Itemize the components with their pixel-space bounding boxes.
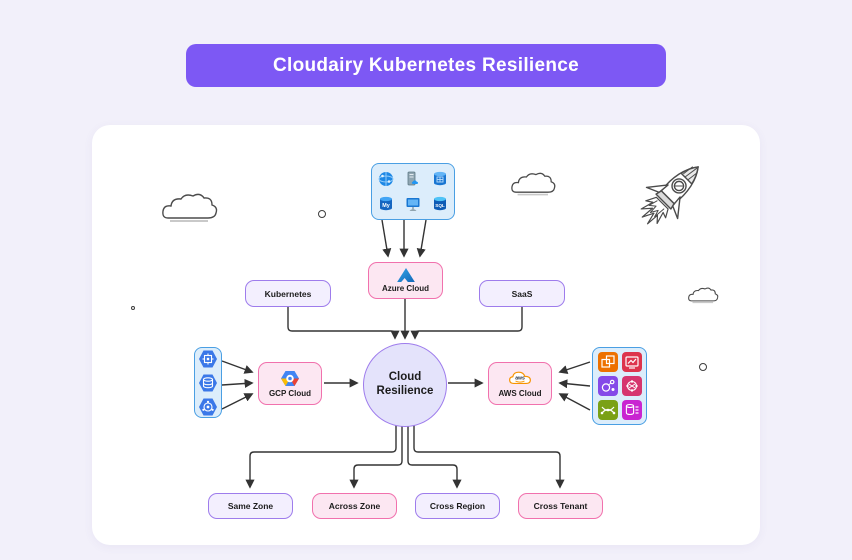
gcp-logo-icon [281,370,299,386]
svg-text:SQL: SQL [435,203,445,208]
azure-mysql-database-icon: My [380,196,392,211]
aws-networking-icon [597,376,618,396]
ring-doodle-2 [699,363,707,371]
node-same-zone[interactable]: Same Zone [208,493,293,519]
node-azure-cloud[interactable]: Azure Cloud [368,262,443,299]
gcp-services-group[interactable] [194,347,222,418]
svg-text:aws: aws [515,375,525,381]
aws-database-icon [621,400,642,420]
aws-services-group[interactable] [592,347,647,425]
node-across-zone[interactable]: Across Zone [312,493,397,519]
node-cross-region[interactable]: Cross Region [415,493,500,519]
node-kubernetes-label: Kubernetes [264,288,312,299]
azure-logo-icon [396,268,415,282]
node-saas-label: SaaS [511,288,533,299]
node-azure-label: Azure Cloud [381,284,430,293]
node-cross-region-label: Cross Region [429,501,486,511]
node-aws-label: AWS Cloud [498,389,542,398]
gcp-compute-engine-icon [199,350,217,367]
node-cloud-resilience[interactable]: Cloud Resilience [363,343,447,427]
node-aws-cloud[interactable]: aws AWS Cloud [488,362,552,405]
dot-doodle [131,306,135,310]
node-gcp-label: GCP Cloud [268,388,312,398]
rocket-doodle [640,166,699,225]
node-cross-tenant-label: Cross Tenant [533,501,588,511]
svg-text:My: My [382,203,390,209]
gcp-storage-stack-icon [199,374,217,391]
page-title: Cloudairy Kubernetes Resilience [272,54,579,76]
cloud-doodle-left [162,193,218,222]
aws-logo-icon: aws [509,371,531,384]
node-cross-tenant[interactable]: Cross Tenant [518,493,603,519]
ring-doodle-1 [318,210,326,218]
azure-table-storage-icon [434,171,446,186]
node-same-zone-label: Same Zone [227,501,274,511]
node-across-zone-label: Across Zone [328,501,381,511]
azure-sql-database-icon: SQL [434,196,446,211]
azure-network-globe-icon [378,172,394,186]
aws-mesh-icon [621,376,642,396]
node-saas[interactable]: SaaS [479,280,565,307]
node-gcp-cloud[interactable]: GCP Cloud [258,362,322,405]
node-kubernetes[interactable]: Kubernetes [245,280,331,307]
aws-security-icon [621,352,642,372]
aws-compute-icon [597,352,618,372]
cloud-doodle-right [688,287,719,304]
title-banner: Cloudairy Kubernetes Resilience [186,44,666,87]
azure-server-cloud-icon [407,171,418,186]
node-cloud-resilience-label: Cloud Resilience [376,371,434,397]
azure-virtual-machine-icon [406,198,420,211]
cloud-doodle-top [511,172,556,196]
azure-services-group[interactable]: My SQL [371,163,455,220]
aws-analytics-icon [597,400,618,420]
gcp-network-icon [199,398,217,415]
